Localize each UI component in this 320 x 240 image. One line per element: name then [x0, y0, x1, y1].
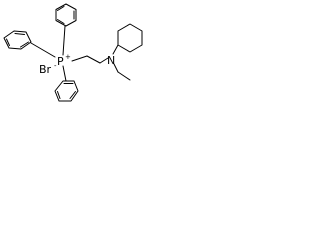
phenyl-ring-bottom	[54, 80, 79, 102]
phenyl-ring-left	[3, 30, 32, 50]
bond-ch2-n	[99, 57, 109, 64]
bond-ch2-ch3	[117, 71, 131, 81]
bond-p-ch2	[71, 55, 88, 62]
bond-ch2-ch2	[86, 55, 101, 64]
bond-p-phenyl-bottom	[62, 65, 67, 82]
chemical-structure: P + Br - N	[3, 3, 143, 102]
bond-n-ch2	[113, 63, 119, 73]
phenyl-ring-top	[55, 3, 77, 27]
bond-p-phenyl-top	[62, 25, 66, 56]
bond-p-phenyl-left	[30, 42, 56, 58]
bond-n-cyclohexyl	[112, 44, 119, 55]
cyclohexyl-ring	[117, 23, 143, 53]
phosphorus-charge: +	[65, 53, 71, 61]
nitrogen-label: N	[107, 54, 115, 67]
phosphorus-label: P	[57, 55, 64, 68]
bromide-label: Br	[39, 63, 52, 76]
bromide-charge: -	[54, 62, 57, 70]
